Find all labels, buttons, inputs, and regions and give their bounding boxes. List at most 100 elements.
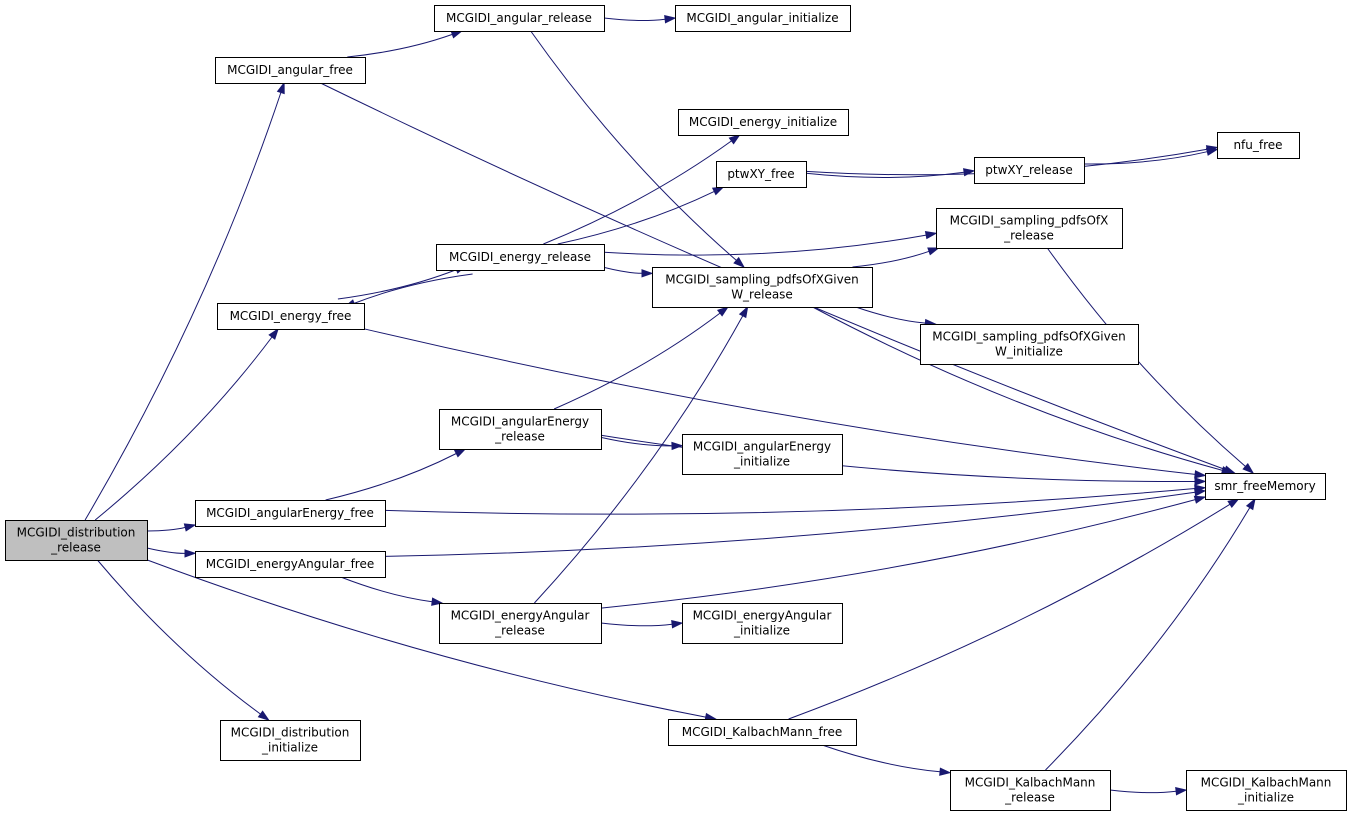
edge-ang-free-to-ang-release xyxy=(347,30,464,58)
node-ptw-free[interactable]: ptwXY_free xyxy=(716,161,807,188)
node-box xyxy=(974,157,1085,184)
edge-dist-release-to-dist-init xyxy=(97,559,270,721)
node-label: _release xyxy=(50,541,101,555)
node-box xyxy=(950,770,1111,811)
edge-ea-release-to-sxw-release xyxy=(534,305,749,604)
node-label: _initialize xyxy=(733,455,790,469)
edge-ang-release-to-sxw-release xyxy=(530,30,746,268)
edge-dist-release-to-ang-free xyxy=(84,81,285,521)
node-ptw-release[interactable]: ptwXY_release xyxy=(974,157,1085,184)
node-ae-release[interactable]: MCGIDI_angularEnergy_release xyxy=(439,409,602,450)
edge-arrowhead xyxy=(450,30,464,39)
node-label: MCGIDI_sampling_pdfsOfX xyxy=(950,214,1109,228)
edge-en-free-to-smr xyxy=(363,328,1207,479)
edge-line xyxy=(812,306,1223,471)
node-label: MCGIDI_distribution xyxy=(231,726,350,740)
edge-km-release-to-smr xyxy=(1045,497,1256,771)
edge-line xyxy=(146,526,186,532)
edge-line xyxy=(600,499,1196,609)
node-box xyxy=(682,603,843,644)
node-label: ptwXY_free xyxy=(727,167,794,181)
edge-line xyxy=(603,266,643,274)
node-label: MCGIDI_sampling_pdfsOfXGiven xyxy=(665,273,858,287)
edge-arrowhead xyxy=(453,448,467,458)
node-label: MCGIDI_angular_release xyxy=(446,11,592,25)
node-ae-free[interactable]: MCGIDI_angularEnergy_free xyxy=(195,500,386,527)
node-label: MCGIDI_KalbachMann xyxy=(965,776,1096,790)
edge-arrowhead xyxy=(1227,498,1240,509)
edge-ea-free-to-smr xyxy=(384,488,1207,557)
edge-line xyxy=(603,17,666,21)
edge-km-free-to-smr xyxy=(788,498,1240,720)
edge-arrowhead xyxy=(268,327,280,340)
edge-km-free-to-km-release xyxy=(821,744,952,776)
edge-arrowhead xyxy=(738,305,749,319)
edge-arrowhead xyxy=(183,523,197,532)
edge-line xyxy=(553,312,721,410)
node-ang-free[interactable]: MCGIDI_angular_free xyxy=(215,57,366,84)
edge-km-release-to-km-init xyxy=(1109,787,1188,796)
node-ea-release[interactable]: MCGIDI_energyAngular_release xyxy=(439,603,602,644)
edge-line xyxy=(146,559,706,718)
node-ang-release[interactable]: MCGIDI_angular_release xyxy=(434,5,605,32)
node-box xyxy=(1205,473,1326,500)
node-en-release[interactable]: MCGIDI_energy_release xyxy=(436,244,605,271)
node-label: MCGIDI_energy_free xyxy=(230,309,352,323)
edge-ae-free-to-smr xyxy=(384,484,1207,515)
node-dist-init[interactable]: MCGIDI_distribution_initialize xyxy=(220,720,361,761)
node-label: _initialize xyxy=(261,741,318,755)
edge-arrowhead xyxy=(184,549,197,558)
edge-arrowhead xyxy=(257,710,270,721)
node-label: MCGIDI_energyAngular_free xyxy=(206,557,374,571)
node-en-init[interactable]: MCGIDI_energy_initialize xyxy=(678,109,849,136)
edge-arrowhead xyxy=(1194,477,1207,486)
edge-layer xyxy=(84,15,1256,796)
node-km-free[interactable]: MCGIDI_KalbachMann_free xyxy=(668,719,857,746)
node-box xyxy=(436,244,605,271)
edge-line xyxy=(805,171,965,178)
node-label: W_initialize xyxy=(995,345,1063,359)
edge-en-release-to-en-init xyxy=(543,134,741,245)
node-nfu-free[interactable]: nfu_free xyxy=(1217,132,1300,159)
node-label: MCGIDI_angular_free xyxy=(227,63,353,77)
edge-en-release-to-sxw-release xyxy=(603,266,654,278)
edge-arrowhead xyxy=(1242,462,1255,474)
node-box xyxy=(668,719,857,746)
edge-line xyxy=(852,250,930,268)
edge-line xyxy=(600,436,673,447)
edge-arrowhead xyxy=(276,81,285,95)
edge-arrowhead xyxy=(664,15,677,24)
node-ae-init[interactable]: MCGIDI_angularEnergy_initialize xyxy=(682,434,843,475)
edge-line xyxy=(543,140,732,245)
edge-line xyxy=(325,453,457,501)
edge-line xyxy=(353,273,473,304)
node-ang-init[interactable]: MCGIDI_angular_initialize xyxy=(675,5,851,32)
node-km-init[interactable]: MCGIDI_KalbachMann_initialize xyxy=(1186,770,1347,811)
edge-line xyxy=(94,336,273,521)
edge-line xyxy=(1083,151,1208,165)
edge-line xyxy=(337,269,457,300)
node-smr[interactable]: smr_freeMemory xyxy=(1205,473,1326,500)
edge-arrowhead xyxy=(733,256,746,268)
edge-ea-release-to-smr xyxy=(600,495,1207,609)
node-sx-release[interactable]: MCGIDI_sampling_pdfsOfX_release xyxy=(936,208,1123,249)
node-km-release[interactable]: MCGIDI_KalbachMann_release xyxy=(950,770,1111,811)
edge-arrowhead xyxy=(641,269,654,278)
node-dist-release[interactable]: MCGIDI_distribution_release xyxy=(5,520,148,561)
node-box xyxy=(1217,132,1300,159)
edge-sxw-release-to-sxw-init xyxy=(855,306,937,328)
node-label: _release xyxy=(1003,229,1054,243)
node-en-free[interactable]: MCGIDI_energy_free xyxy=(217,303,365,330)
edge-dist-release-to-ae-free xyxy=(146,523,197,532)
node-ea-free[interactable]: MCGIDI_energyAngular_free xyxy=(195,551,386,578)
edge-sx-release-to-smr xyxy=(1046,247,1255,474)
edge-arrowhead xyxy=(963,168,976,177)
node-box xyxy=(682,434,843,475)
edge-ang-release-to-ang-init xyxy=(603,15,677,24)
node-label: MCGIDI_energyAngular xyxy=(451,609,590,623)
node-label: MCGIDI_angular_initialize xyxy=(686,11,838,25)
node-ea-init[interactable]: MCGIDI_energyAngular_initialize xyxy=(682,603,843,644)
edge-arrowhead xyxy=(716,306,730,317)
